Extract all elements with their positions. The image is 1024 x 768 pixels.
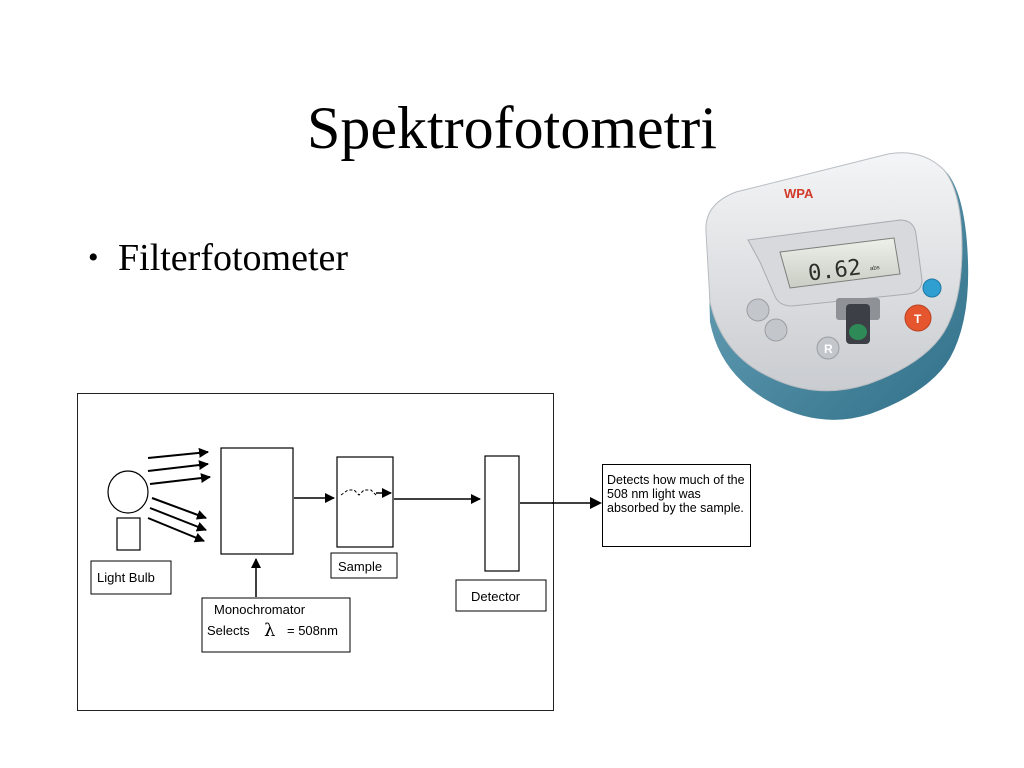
- detector-label: Detector: [471, 589, 521, 604]
- detector-block: [484, 455, 520, 572]
- sample-wave: [340, 489, 377, 496]
- bullet-item: • Filterfotometer: [88, 236, 348, 280]
- device-t-button-label: T: [914, 312, 922, 326]
- detector-note-box: Detects how much of the 508 nm light was…: [602, 464, 751, 547]
- monochromator-selects-label: Selects: [207, 623, 250, 638]
- lambda-symbol: λ: [264, 620, 275, 641]
- monochromator-block: [220, 447, 294, 555]
- bullet-dot-icon: •: [88, 241, 99, 274]
- monochromator-wavelength: = 508nm: [287, 623, 338, 638]
- cuvette-liquid: [849, 324, 867, 340]
- spectrophotometer-device-image: WPA 0.62 abs R T: [705, 152, 969, 420]
- bullet-text: Filterfotometer: [118, 237, 349, 279]
- device-brand-label: WPA: [784, 186, 814, 201]
- monochromator-label-box: [201, 597, 351, 653]
- light-ray-arrows: [147, 447, 211, 543]
- sample-block: [336, 456, 394, 548]
- device-r-button-label: R: [824, 342, 833, 356]
- sample-label-box: [330, 552, 398, 579]
- lcd-screen: [779, 237, 901, 289]
- detector-to-note-arrow: [552, 497, 602, 509]
- monochromator-label: Monochromator: [214, 602, 306, 617]
- bullet-list: • Filterfotometer: [88, 236, 348, 280]
- lcd-unit: abs: [870, 265, 880, 272]
- device-blue-button[interactable]: [922, 278, 942, 298]
- filter-photometer-diagram: Light Bulb Monochromator Selects λ = 508…: [77, 393, 554, 711]
- slide-title: Spektrofotometri: [307, 95, 717, 161]
- light-bulb-icon: [107, 470, 149, 551]
- light-bulb-label-box: [90, 560, 172, 595]
- device-t-button[interactable]: [904, 304, 932, 332]
- light-bulb-label: Light Bulb: [97, 570, 155, 585]
- device-left-button[interactable]: [764, 318, 788, 342]
- detector-note-text: Detects how much of the 508 nm light was…: [607, 473, 745, 515]
- detector-label-box: [455, 579, 547, 612]
- diagram-canvas: Light Bulb Monochromator Selects λ = 508…: [90, 447, 553, 653]
- device-r-button[interactable]: [816, 336, 840, 360]
- device-left-button[interactable]: [746, 298, 770, 322]
- sample-label: Sample: [338, 559, 382, 574]
